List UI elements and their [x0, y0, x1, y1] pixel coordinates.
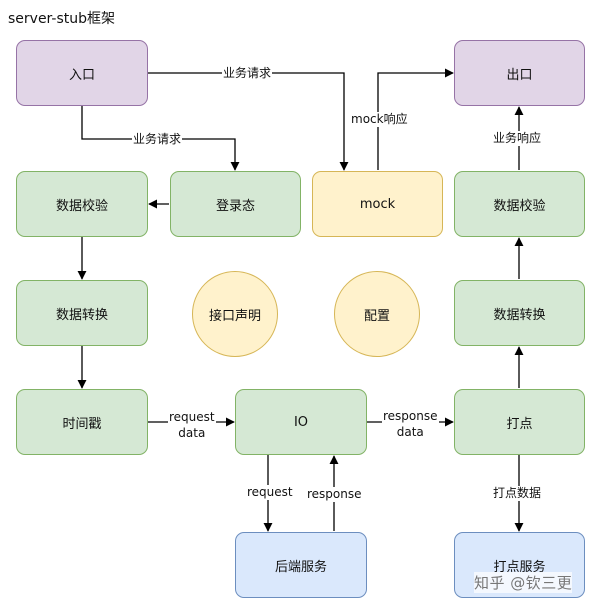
label-backend-to-io: response: [306, 487, 363, 502]
node-backend-service: 后端服务: [235, 532, 367, 598]
label-entry-to-login: 业务请求: [132, 132, 183, 147]
label-validate-to-exit: 业务响应: [492, 131, 543, 146]
node-convert-right: 数据转换: [454, 280, 585, 346]
node-exit: 出口: [454, 40, 585, 106]
node-io: IO: [235, 389, 367, 455]
label-data: data: [396, 425, 424, 439]
label-io-to-backend: request: [246, 485, 294, 500]
edge-mock-to-exit: [377, 68, 454, 170]
node-mock: mock: [312, 171, 443, 237]
node-validate-right: 数据校验: [454, 171, 585, 237]
label-tracking-to-service: 打点数据: [492, 486, 543, 501]
edge-entry-to-mock: [148, 72, 349, 171]
node-config: 配置: [334, 271, 420, 357]
node-convert-left: 数据转换: [16, 280, 148, 346]
diagram-title: server-stub框架: [8, 11, 116, 27]
node-interface-decl: 接口声明: [192, 271, 278, 357]
node-validate-left: 数据校验: [16, 171, 148, 237]
label-data: data: [178, 426, 206, 440]
watermark: 知乎 @钦三更: [474, 572, 573, 593]
label-timestamp-to-io: request data: [168, 409, 216, 441]
node-timestamp: 时间戳: [16, 389, 148, 455]
label-entry-to-mock: 业务请求: [222, 66, 273, 81]
node-login-state: 登录态: [170, 171, 301, 237]
label-request: request: [169, 410, 215, 424]
label-response: response: [383, 409, 438, 423]
label-mock-to-exit: mock响应: [350, 112, 409, 127]
node-entry: 入口: [16, 40, 148, 106]
label-io-to-tracking: response data: [382, 408, 439, 440]
node-tracking: 打点: [454, 389, 585, 455]
